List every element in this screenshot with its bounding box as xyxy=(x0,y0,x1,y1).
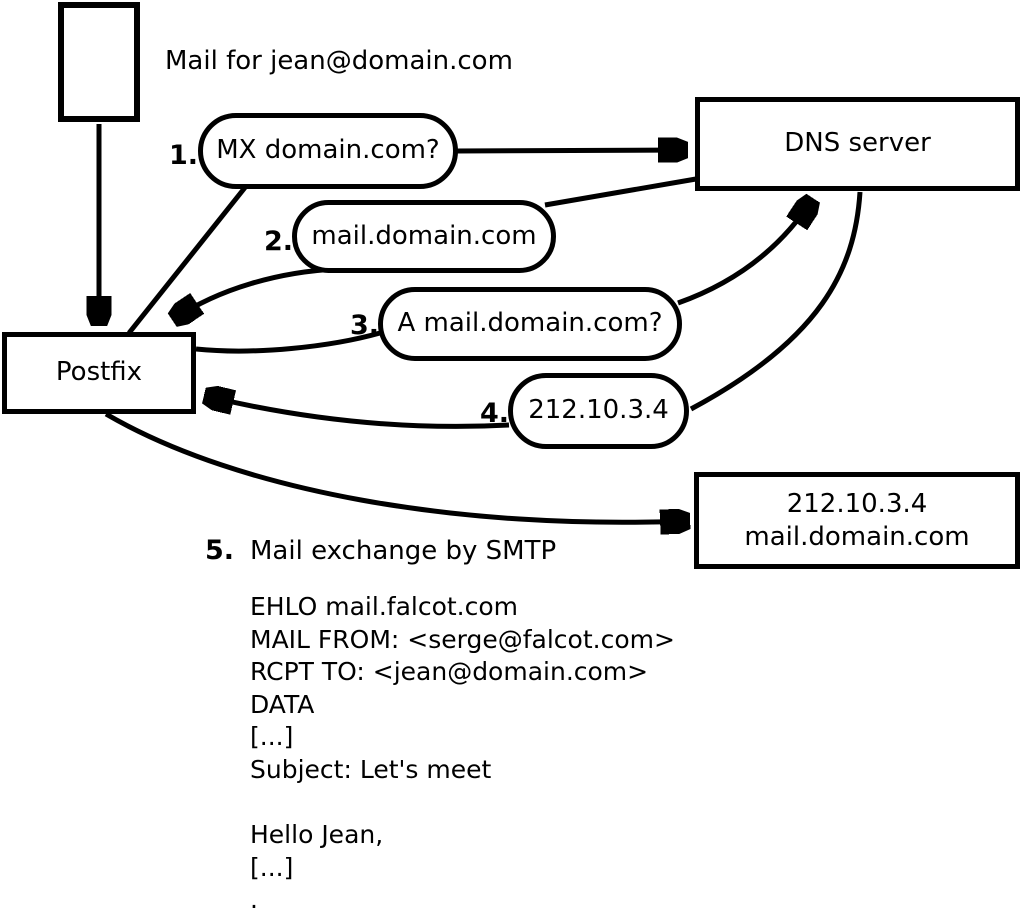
line-postfix-to-query3 xyxy=(195,330,381,354)
query-pill-mx: MX domain.com? xyxy=(198,113,458,189)
arrow-postfix-to-mailserver xyxy=(104,411,688,522)
mail-server-hostname: mail.domain.com xyxy=(744,521,970,552)
answer-pill-mailhost-label: mail.domain.com xyxy=(311,220,537,251)
step-number-2: 2. xyxy=(263,226,293,257)
arrow-query3-to-dns xyxy=(677,200,812,306)
arrow-answer2-to-postfix xyxy=(174,266,337,319)
answer-pill-ip: 212.10.3.4 xyxy=(508,373,689,449)
step5-label: Mail exchange by SMTP xyxy=(250,536,557,566)
step-number-5: 5. xyxy=(205,535,235,566)
arrow-answer4-to-postfix xyxy=(206,396,510,429)
query-pill-a-record-label: A mail.domain.com? xyxy=(397,308,663,339)
line-query1-to-postfix xyxy=(127,183,249,335)
answer-pill-mailhost: mail.domain.com xyxy=(292,200,556,273)
postfix-box: Postfix xyxy=(2,332,196,414)
step-number-3: 3. xyxy=(349,310,379,341)
line-dns-to-answer4 xyxy=(689,191,863,412)
step-number-4: 4. xyxy=(479,398,509,429)
mail-message-box xyxy=(58,2,140,122)
mail-server-ip: 212.10.3.4 xyxy=(786,488,928,519)
step-number-1: 1. xyxy=(168,140,198,171)
postfix-label: Postfix xyxy=(55,357,143,388)
mail-server-box: 212.10.3.4 mail.domain.com xyxy=(694,472,1020,569)
answer-pill-ip-label: 212.10.3.4 xyxy=(528,395,669,426)
dns-server-box: DNS server xyxy=(695,97,1020,191)
mail-for-label: Mail for jean@domain.com xyxy=(165,46,513,76)
smtp-session-transcript: EHLO mail.falcot.com MAIL FROM: <serge@f… xyxy=(250,592,675,915)
query-pill-a-record: A mail.domain.com? xyxy=(378,287,682,361)
dns-server-label: DNS server xyxy=(784,128,931,159)
line-dns-to-answer2 xyxy=(544,176,697,208)
arrow-query1-to-dns xyxy=(455,150,686,151)
query-pill-mx-label: MX domain.com? xyxy=(216,135,440,166)
